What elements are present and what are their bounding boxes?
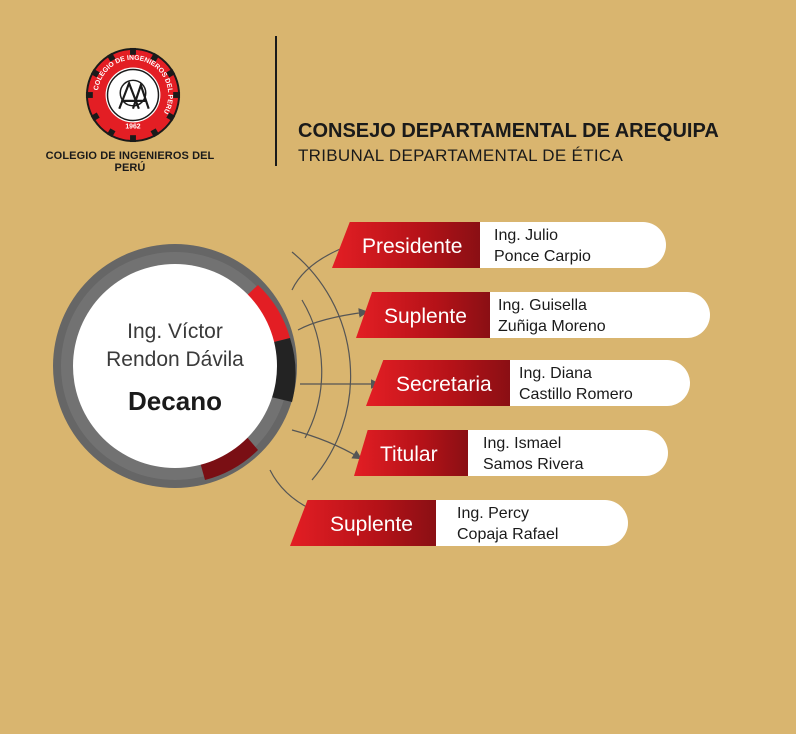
member-name-line1: Ing. Percy <box>457 505 530 522</box>
member-name: Ing. Julio Ponce Carpio <box>494 225 591 267</box>
member-card: Presidente Ing. Julio Ponce Carpio <box>332 222 666 268</box>
page-subtitle: TRIBUNAL DEPARTAMENTAL DE ÉTICA <box>298 146 624 165</box>
member-card: Suplente Ing. Guisella Zuñiga Moreno <box>356 292 710 338</box>
member-name-line2: Castillo Romero <box>519 386 633 403</box>
member-name: Ing. Guisella Zuñiga Moreno <box>498 295 606 337</box>
member-card: Suplente Ing. Percy Copaja Rafael <box>290 500 628 546</box>
member-name-line2: Copaja Rafael <box>457 526 559 543</box>
member-name: Ing. Diana Castillo Romero <box>519 363 633 405</box>
member-role: Suplente <box>330 513 413 536</box>
member-name-line1: Ing. Diana <box>519 365 592 382</box>
member-name-line1: Ing. Julio <box>494 227 559 244</box>
header-divider <box>275 36 277 166</box>
member-card: Titular Ing. Ismael Samos Rivera <box>354 430 668 476</box>
seal-year: 1962 <box>125 123 140 130</box>
member-role: Titular <box>380 443 438 466</box>
member-name-line1: Ing. Ismael <box>483 435 562 452</box>
connector-arrow <box>291 429 363 460</box>
member-name-line2: Ponce Carpio <box>494 248 591 265</box>
ring-segment-black <box>270 338 296 402</box>
cip-seal-logo: COLEGIO DE INGENIEROS DEL PERU 1962 <box>85 47 181 143</box>
member-name: Ing. Percy Copaja Rafael <box>457 503 558 545</box>
ring-segment-red <box>243 285 290 343</box>
ring-segment-darkred <box>200 436 258 480</box>
dean-role: Decano <box>128 386 222 416</box>
center-disc <box>73 264 277 468</box>
connector-arrow <box>297 308 369 331</box>
dean-name-line2: Rendon Dávila <box>106 348 244 371</box>
member-name-line2: Zuñiga Moreno <box>498 318 606 335</box>
member-role: Secretaria <box>396 373 492 396</box>
member-role: Suplente <box>384 305 467 328</box>
member-role: Presidente <box>362 235 463 258</box>
dean-name: Ing. Víctor Rendon Dávila <box>90 318 260 374</box>
page-title: CONSEJO DEPARTAMENTAL DE AREQUIPA <box>298 120 719 142</box>
member-card: Secretaria Ing. Diana Castillo Romero <box>366 360 690 406</box>
member-name-line1: Ing. Guisella <box>498 297 587 314</box>
member-name: Ing. Ismael Samos Rivera <box>483 433 583 475</box>
org-name: COLEGIO DE INGENIEROS DEL PERÚ <box>45 150 215 174</box>
dean-name-line1: Ing. Víctor <box>127 320 223 343</box>
member-name-line2: Samos Rivera <box>483 456 584 473</box>
